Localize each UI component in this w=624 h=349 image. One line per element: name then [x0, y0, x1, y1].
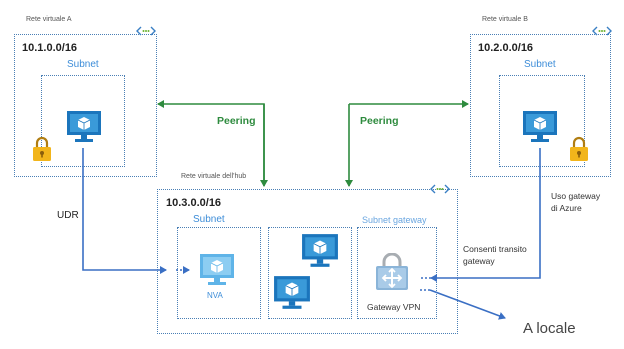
hub-vm-icon-bottom	[274, 276, 310, 309]
vnet-a-subnet-label: Subnet	[67, 59, 99, 70]
peering-right-label: Peering	[360, 115, 399, 127]
peering-right-connector	[345, 100, 469, 187]
vnet-b-tag-icon	[592, 26, 612, 36]
vnet-a-box	[14, 34, 157, 177]
use-gateway-line1: Uso gateway	[551, 191, 601, 201]
onprem-route	[429, 289, 506, 320]
vnet-b-cidr: 10.2.0.0/16	[478, 42, 534, 54]
vnet-a-cidr: 10.1.0.0/16	[22, 42, 78, 54]
on-premises-label: A locale	[523, 320, 576, 337]
gateway-subnet-box	[357, 227, 437, 319]
nva-label: NVA	[207, 291, 223, 300]
hub-vnet-cidr: 10.3.0.0/16	[166, 197, 222, 209]
gateway-subnet-label: Subnet gateway	[362, 215, 427, 225]
hub-vnet-tag-icon	[430, 184, 450, 194]
vpn-gateway-icon	[376, 253, 408, 290]
hub-vnet-box	[157, 189, 458, 334]
peering-left-label: Peering	[217, 115, 256, 127]
udr-label: UDR	[57, 210, 79, 221]
vnet-b-vm-icon	[523, 111, 557, 142]
peering-left-connector	[157, 100, 268, 187]
vnet-a-tag-icon	[136, 26, 156, 36]
transit-note: Consenti transito gateway	[463, 243, 527, 267]
vnet-b-subnet-label: Subnet	[524, 59, 556, 70]
vnet-a-title: Rete virtuale A	[26, 16, 72, 23]
vpn-gateway-label: Gateway VPN	[367, 302, 421, 312]
vnet-b-lock-icon	[570, 136, 588, 161]
nva-vm-icon	[200, 254, 234, 285]
vnet-a-vm-icon	[67, 111, 101, 142]
transit-line1: Consenti transito	[463, 244, 527, 254]
transit-line2: gateway	[463, 256, 495, 266]
hub-subnet-box	[177, 227, 261, 319]
hub-vm-icon-top	[302, 234, 338, 267]
vnet-a-lock-icon	[33, 136, 51, 161]
hub-vnet-title: Rete virtuale dell'hub	[181, 173, 247, 180]
udr-route	[82, 148, 167, 274]
use-gateway-note: Uso gateway di Azure	[551, 190, 600, 214]
transit-route	[430, 148, 541, 282]
vnet-b-subnet-box	[499, 75, 585, 167]
use-gateway-line2: di Azure	[551, 203, 582, 213]
hub-subnet-label: Subnet	[193, 214, 225, 225]
vnet-b-title: Rete virtuale B	[482, 16, 528, 23]
hub-workload-subnet-box	[268, 227, 352, 319]
